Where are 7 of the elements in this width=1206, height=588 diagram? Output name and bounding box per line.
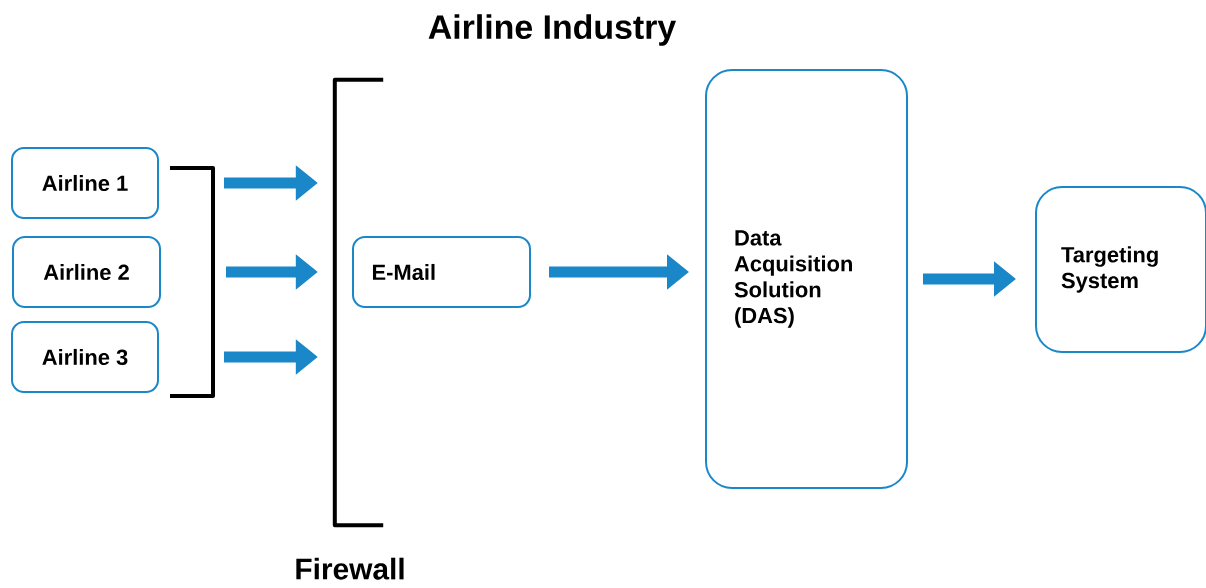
process-box: Data Acquisition Solution (DAS) — [705, 69, 908, 489]
process-box: Airline 3 — [11, 321, 159, 393]
title: Airline Industry — [428, 14, 677, 46]
process-box: Targeting System — [1035, 186, 1206, 353]
process-box: Airline 2 — [12, 236, 161, 308]
process-box: E-Mail — [352, 236, 531, 308]
process-box: Airline 1 — [11, 147, 159, 219]
